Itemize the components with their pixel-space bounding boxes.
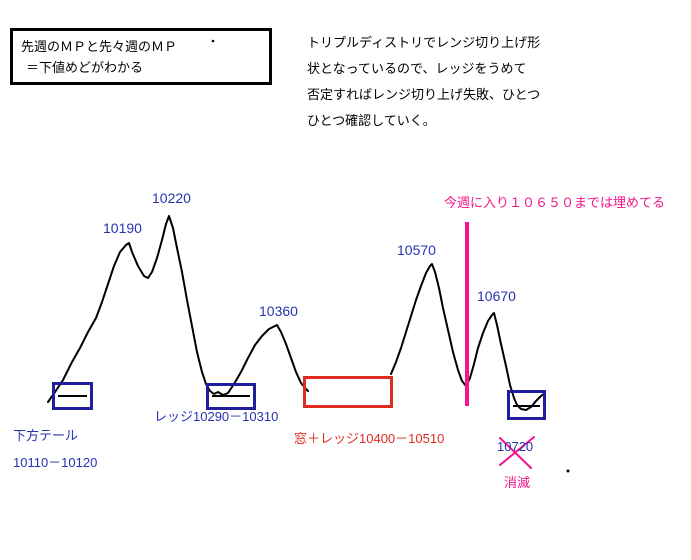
pink-annotation: 今週に入り１０６５０までは埋めてる bbox=[444, 195, 666, 210]
ledge-line bbox=[513, 405, 540, 408]
peak-label-10360: 10360 bbox=[259, 303, 298, 319]
ledge-line bbox=[212, 395, 250, 398]
current-week-fill-line bbox=[465, 222, 469, 406]
ledge-line bbox=[58, 394, 87, 397]
ledge-range-label: レッジ10290－10310 bbox=[154, 409, 279, 424]
extinct-price-label: 10720 bbox=[497, 439, 534, 454]
description-line: ひとつ確認していく。 bbox=[307, 113, 436, 128]
ledge-box-left bbox=[52, 382, 93, 410]
description-paragraph: トリプルディストリでレンジ切り上げ形 状となっているので、レッジをうめて 否定す… bbox=[307, 30, 540, 134]
lower-tail-title: 下方テール bbox=[13, 428, 79, 443]
peak-label-10570: 10570 bbox=[397, 242, 436, 258]
ledge-box-middle bbox=[206, 383, 256, 410]
stray-mark bbox=[566, 469, 570, 473]
note-line-2: ＝下値めどがわかる bbox=[26, 60, 144, 75]
gap-range-label: 窓＋レッジ10400－10510 bbox=[294, 431, 445, 446]
description-line: トリプルディストリでレンジ切り上げ形 bbox=[307, 35, 541, 50]
peak-label-10670: 10670 bbox=[477, 288, 516, 304]
lower-tail-range: 10110－10120 bbox=[13, 455, 98, 470]
peak-label-10220: 10220 bbox=[152, 190, 191, 206]
peak-label-10190: 10190 bbox=[103, 220, 142, 236]
note-box: 先週のＭＰと先々週のＭＰ ＝下値めどがわかる bbox=[10, 28, 272, 85]
gap-box bbox=[303, 376, 393, 408]
description-line: 否定すればレンジ切り上げ失敗、ひとつ bbox=[307, 87, 541, 102]
description-line: 状となっているので、レッジをうめて bbox=[307, 61, 527, 76]
note-line-1: 先週のＭＰと先々週のＭＰ bbox=[21, 39, 178, 54]
extinct-label: 消滅 bbox=[504, 475, 531, 490]
ledge-box-right bbox=[507, 390, 546, 420]
